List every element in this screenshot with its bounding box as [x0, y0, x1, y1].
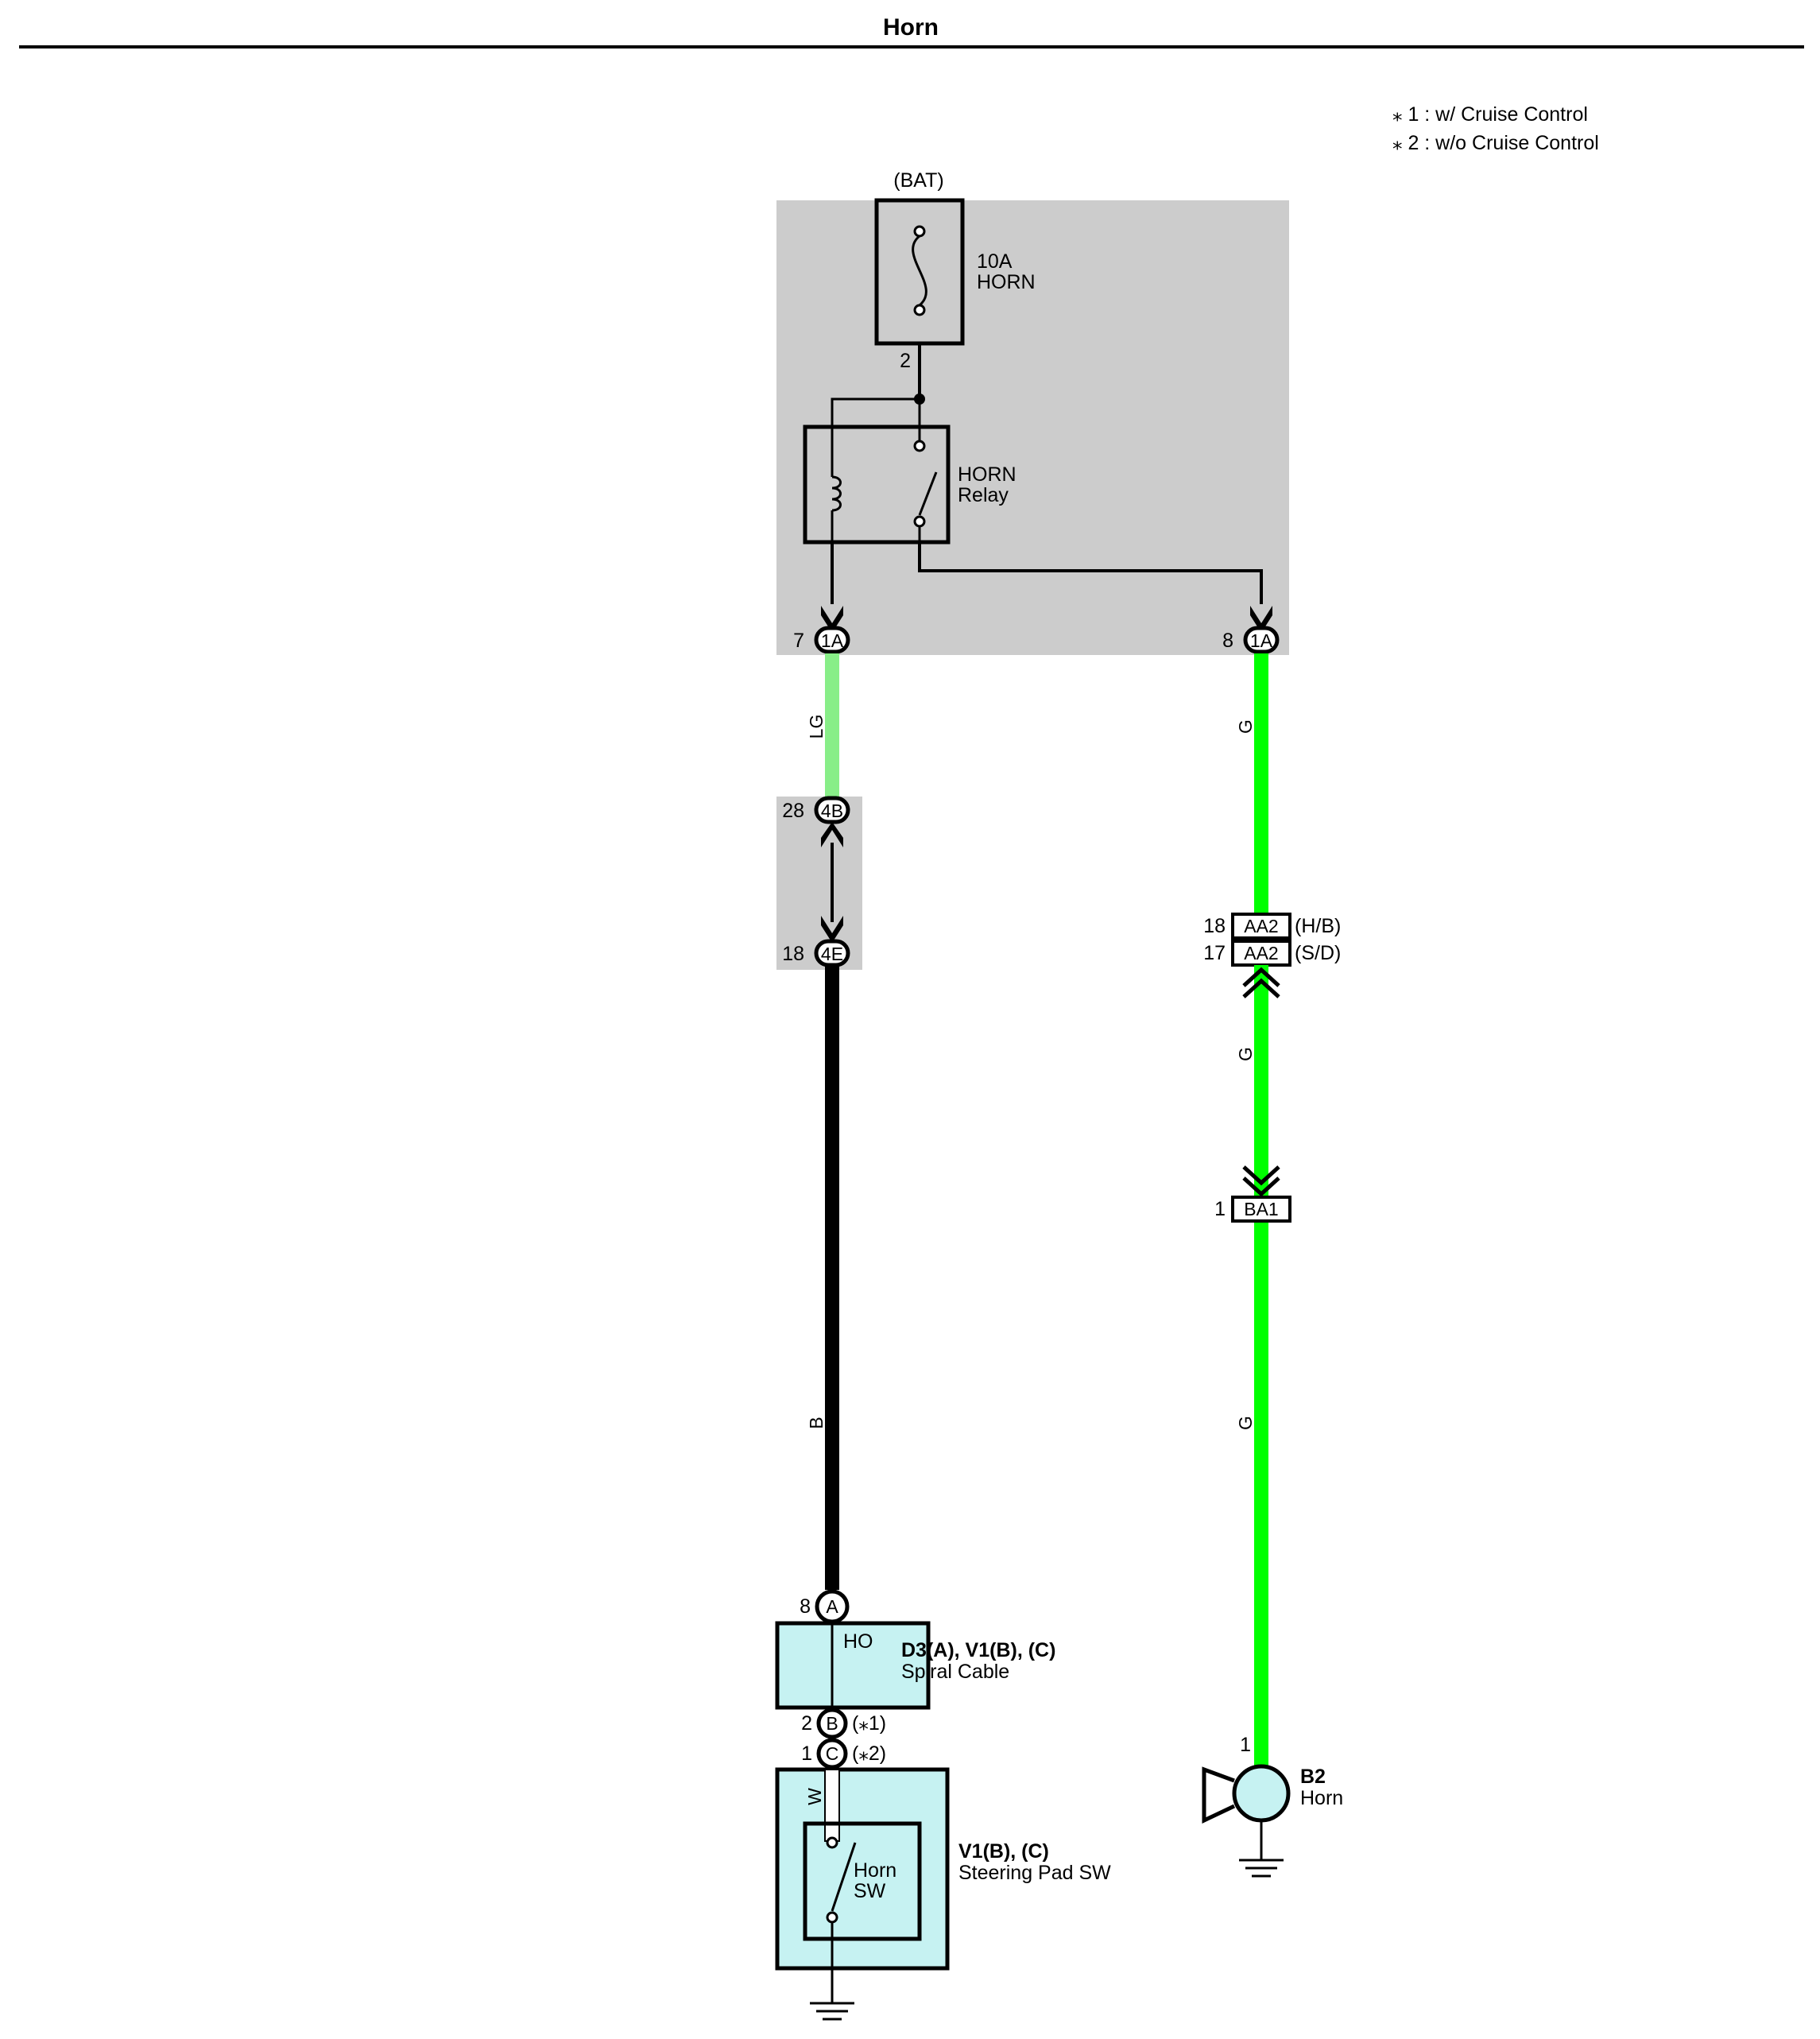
wire-g-low-label: G [1235, 1416, 1256, 1430]
connector-ba1-pin: 1 [1214, 1198, 1226, 1220]
connector-ba1: BA1 [1231, 1196, 1291, 1223]
fuse-rating: 10A [977, 250, 1013, 273]
relay-label-2: Relay [958, 484, 1009, 506]
wire-lg-label: LG [806, 715, 827, 739]
fuse-pin: 2 [900, 350, 911, 372]
connector-spiral-c [816, 1738, 848, 1770]
horn-relay [803, 393, 951, 545]
connector-spiral-c-code: C [826, 1743, 839, 1764]
wire-g-top [1254, 653, 1268, 914]
wire-w [824, 1769, 840, 1842]
connector-aa2-sd: AA2 [1231, 940, 1291, 967]
horn-name: Horn [1300, 1787, 1343, 1809]
horn-sw-inner-1: Horn [854, 1859, 896, 1882]
horn-pin: 1 [1240, 1734, 1251, 1756]
horn-id: B2 [1300, 1766, 1326, 1788]
connector-spiral-c-note: (⁎2) [852, 1742, 886, 1765]
svg-text:AA2: AA2 [1244, 916, 1278, 936]
svg-text:4B: 4B [821, 800, 843, 821]
horn-icon [1202, 1764, 1291, 1860]
note-cruise-control: ⁎ 1 : w/ Cruise Control [1392, 103, 1588, 126]
horn-sw-inner-2: SW [854, 1880, 886, 1902]
fuse-10a-horn [874, 198, 965, 397]
connector-spiral-a-pin: 8 [800, 1595, 811, 1618]
horn-switch-icon [831, 1842, 857, 1912]
junction-block-small [776, 797, 862, 970]
spiral-cable-name: Spiral Cable [901, 1661, 1009, 1683]
relay-label-1: HORN [958, 463, 1016, 486]
svg-text:AA2: AA2 [1244, 943, 1278, 963]
fuse-name: HORN [977, 271, 1036, 293]
svg-text:1A: 1A [1250, 630, 1273, 651]
steering-pad-name: Steering Pad SW [958, 1862, 1111, 1884]
arrow-up-icon [821, 822, 843, 847]
chevron-down-icon [1242, 1176, 1280, 1197]
connector-4b-pin: 28 [782, 800, 804, 822]
wire-b [825, 967, 839, 1590]
svg-text:1A: 1A [821, 630, 844, 651]
bat-label: (BAT) [893, 169, 943, 192]
wire-g-low [1254, 1223, 1268, 1770]
connector-aa2-hb-pin: 18 [1203, 915, 1226, 937]
connector-spiral-b [816, 1708, 848, 1739]
connector-aa2-sd-pin: 17 [1203, 942, 1226, 964]
steering-pad-switch [775, 1767, 950, 2003]
ground-icon [1239, 1859, 1284, 1878]
wire-g-mid-label: G [1235, 1047, 1256, 1061]
connector-4e: 4E [814, 939, 850, 967]
connector-4e-pin: 18 [782, 943, 804, 965]
connector-spiral-b-code: B [826, 1713, 838, 1734]
wire-g-top-label: G [1235, 719, 1256, 734]
connector-1a-right: 1A [1243, 626, 1280, 654]
connector-aa2-hb-note: (H/B) [1295, 915, 1341, 937]
chevron-up-icon [1242, 978, 1280, 998]
connector-spiral-b-note: (⁎1) [852, 1712, 886, 1735]
arrow-down-icon [821, 916, 843, 943]
fuse-icon [912, 235, 927, 307]
connector-aa2-hb: AA2 [1231, 913, 1291, 940]
connector-spiral-a-code: A [826, 1596, 838, 1617]
connector-spiral-c-pin: 1 [801, 1742, 812, 1765]
relay-coil-icon [831, 475, 842, 512]
ground-icon [810, 2002, 854, 2021]
wire-lg [825, 653, 839, 800]
connector-1a-left-pin: 7 [793, 630, 804, 652]
chevron-down-icon [1242, 1165, 1280, 1186]
spiral-cable [775, 1621, 931, 1710]
steering-pad-ids: V1(B), (C) [958, 1840, 1049, 1863]
note-no-cruise-control: ⁎ 2 : w/o Cruise Control [1392, 132, 1599, 154]
connector-1a-right-pin: 8 [1222, 630, 1233, 652]
chevron-up-icon [1242, 967, 1280, 987]
svg-text:4E: 4E [821, 944, 843, 964]
connector-aa2-sd-note: (S/D) [1295, 942, 1341, 964]
spiral-cable-ids: D3(A), V1(B), (C) [901, 1639, 1055, 1661]
relay-switch-icon [918, 471, 938, 516]
wire-g-mid [1254, 965, 1268, 1196]
connector-spiral-b-pin: 2 [801, 1712, 812, 1735]
connector-1a-left: 1A [814, 626, 850, 654]
connector-4b: 4B [814, 796, 850, 824]
page-title: Horn [883, 14, 939, 41]
wire-b-label: B [806, 1417, 827, 1428]
wire-w-label: W [804, 1788, 825, 1805]
svg-text:BA1: BA1 [1244, 1199, 1278, 1219]
spiral-cable-inner: HO [843, 1630, 873, 1653]
